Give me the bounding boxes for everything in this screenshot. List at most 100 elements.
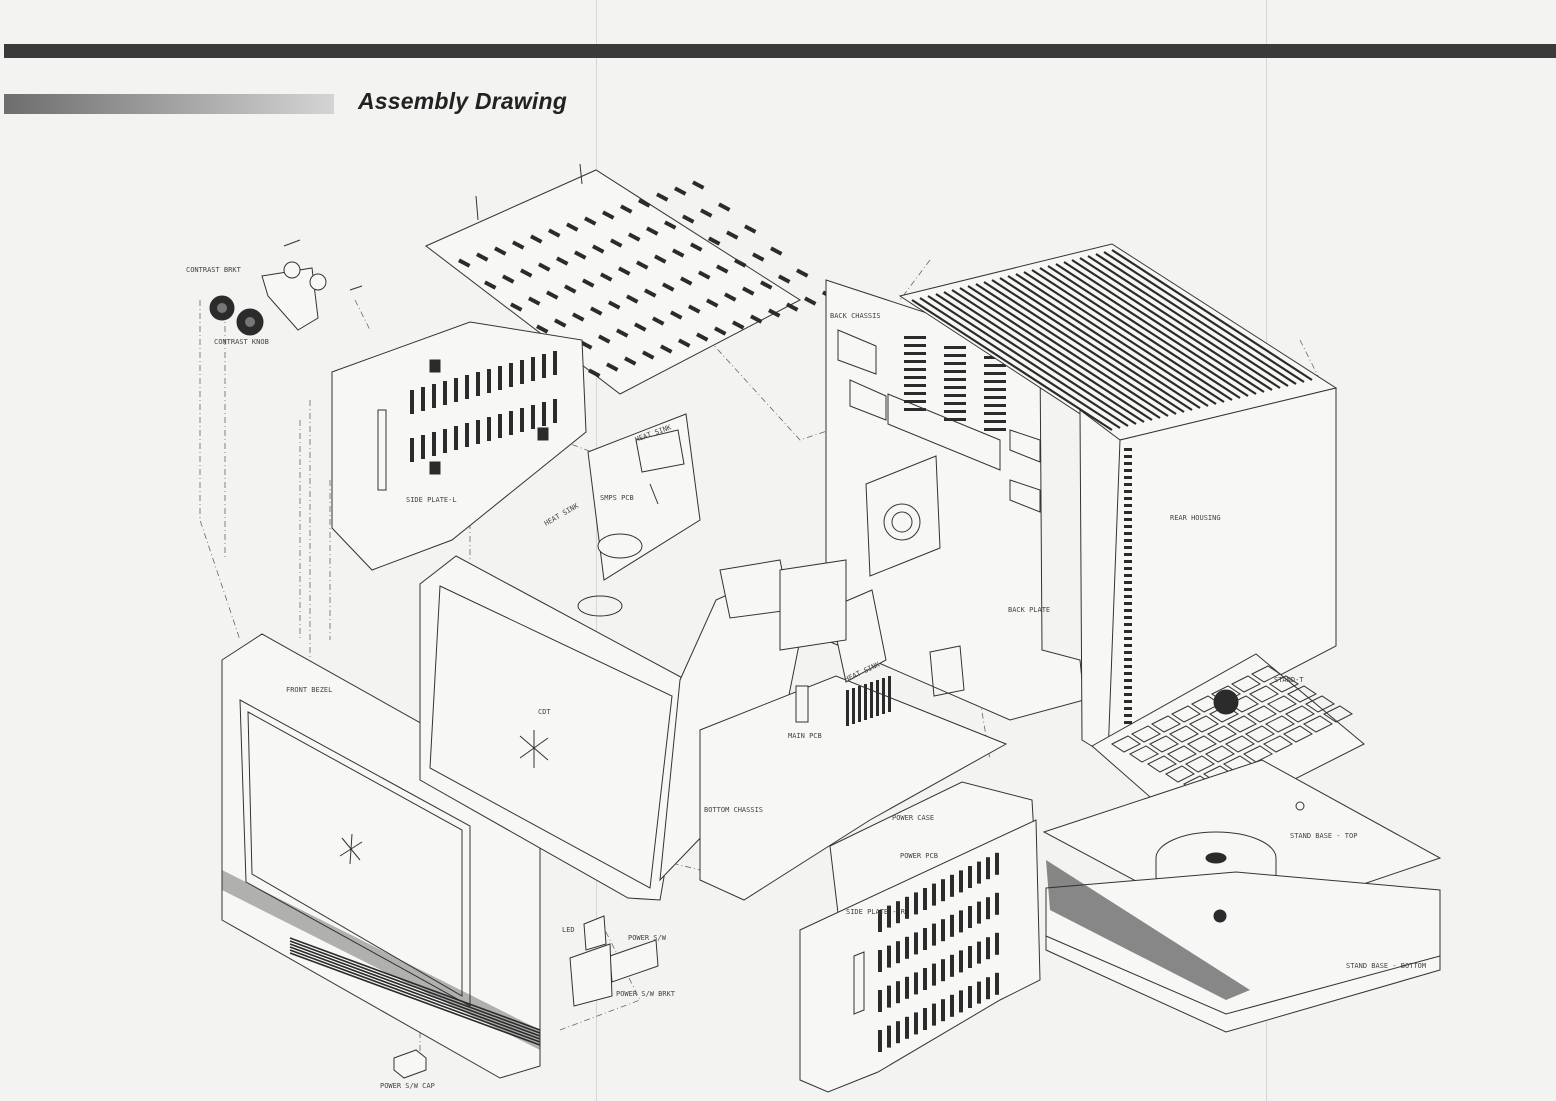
- stand-rib: [1265, 715, 1295, 733]
- vent-slot: [509, 363, 513, 387]
- vent-slot: [983, 281, 1185, 413]
- stand-rib: [1283, 725, 1313, 743]
- label-stand-t: STAND-T: [1274, 676, 1304, 684]
- vent-slot: [623, 356, 637, 366]
- vent-slot: [520, 360, 524, 384]
- vent-slot: [512, 240, 525, 250]
- label-side-plate-l: SIDE PLATE-L: [406, 496, 457, 504]
- vent-slot: [584, 216, 597, 226]
- vent-slot: [896, 1021, 900, 1044]
- vent-slot: [542, 402, 546, 426]
- vent-slot: [1124, 595, 1132, 598]
- stand-rib: [1207, 725, 1237, 743]
- vent-slot: [911, 299, 1113, 431]
- vent-slot: [887, 905, 891, 928]
- vent-slot: [706, 298, 719, 308]
- vent-slot: [905, 896, 909, 919]
- vent-slot: [432, 384, 436, 408]
- vent-slot: [536, 324, 549, 334]
- stand-rib: [1267, 695, 1297, 713]
- vent-slot: [977, 861, 981, 884]
- stand-rib: [1225, 735, 1255, 753]
- vent-slot: [743, 224, 757, 234]
- vent-slot: [1063, 261, 1265, 393]
- vent-slot: [1124, 707, 1132, 710]
- stand-rib: [1285, 705, 1315, 723]
- main-pcb: [699, 559, 1008, 901]
- vent-slot: [944, 410, 966, 413]
- label-back-chassis: BACK CHASSIS: [830, 312, 881, 320]
- side-plate-r: [799, 819, 1041, 1093]
- vent-slot: [977, 941, 981, 964]
- vent-slot: [582, 278, 595, 288]
- vent-slot: [1124, 637, 1132, 640]
- vent-slot: [555, 256, 569, 266]
- vent-slot: [914, 932, 918, 955]
- vent-slot: [932, 1003, 936, 1026]
- vent-slot: [1124, 532, 1132, 535]
- vent-slot: [689, 242, 703, 252]
- vent-slot: [618, 266, 631, 276]
- vent-slot: [1124, 658, 1132, 661]
- vent-slot: [752, 252, 765, 262]
- vent-slot: [589, 306, 603, 316]
- heatsink-fin: [846, 690, 849, 726]
- vent-slot: [1124, 679, 1132, 682]
- heatsink-fin: [864, 684, 867, 720]
- stand-rib: [1189, 715, 1219, 733]
- vent-slot: [476, 420, 480, 444]
- vent-slot: [626, 294, 639, 304]
- vent-slot: [932, 963, 936, 986]
- vent-slot: [944, 378, 966, 381]
- label-side-plate-r: SIDE PLATE - R: [846, 908, 906, 916]
- vent-slot: [638, 198, 651, 208]
- vent-slot: [1124, 469, 1132, 472]
- vent-slot: [995, 972, 999, 995]
- stand-rib: [1247, 705, 1277, 723]
- vent-slot: [554, 318, 567, 328]
- vent-slot: [914, 972, 918, 995]
- vent-slot: [919, 297, 1121, 429]
- vent-slot: [977, 901, 981, 924]
- vent-slot: [1124, 504, 1132, 507]
- vent-slot: [923, 928, 927, 950]
- vent-slot: [914, 1012, 918, 1035]
- vent-slot: [959, 287, 1161, 419]
- stand-rib: [1131, 725, 1161, 743]
- vent-slot: [1124, 700, 1132, 703]
- vent-slot: [718, 202, 731, 212]
- vent-slot: [421, 435, 425, 459]
- vent-slot: [726, 230, 739, 240]
- vent-slot: [672, 248, 685, 258]
- stand-rib: [1263, 735, 1293, 753]
- vent-slot: [591, 244, 605, 254]
- vent-slot: [804, 296, 817, 306]
- front-bezel: [221, 633, 541, 1079]
- vent-slot: [700, 208, 713, 218]
- contrast-knob-icon: [209, 295, 264, 336]
- vent-slot: [723, 292, 737, 302]
- vent-slot: [1124, 553, 1132, 556]
- vent-slot: [1079, 257, 1281, 389]
- stand-rib: [1245, 725, 1275, 743]
- stand-rib: [1167, 745, 1197, 763]
- vent-slot: [959, 870, 963, 893]
- vent-slot: [941, 919, 945, 942]
- vent-slot: [986, 857, 990, 880]
- vent-slot: [941, 959, 945, 982]
- vent-slot: [986, 897, 990, 920]
- vent-slot: [1087, 255, 1289, 387]
- vent-slot: [1124, 651, 1132, 654]
- vent-slot: [571, 312, 585, 322]
- vent-slot: [977, 981, 981, 1004]
- label-contrast-brkt: CONTRAST BRKT: [186, 266, 242, 274]
- vent-slot: [669, 310, 683, 320]
- vent-slot: [944, 346, 966, 349]
- stand-rib: [1269, 675, 1299, 693]
- vent-slot: [950, 954, 954, 977]
- vent-slot: [476, 252, 489, 262]
- stand-rib: [1129, 745, 1159, 763]
- vent-slot: [655, 192, 669, 202]
